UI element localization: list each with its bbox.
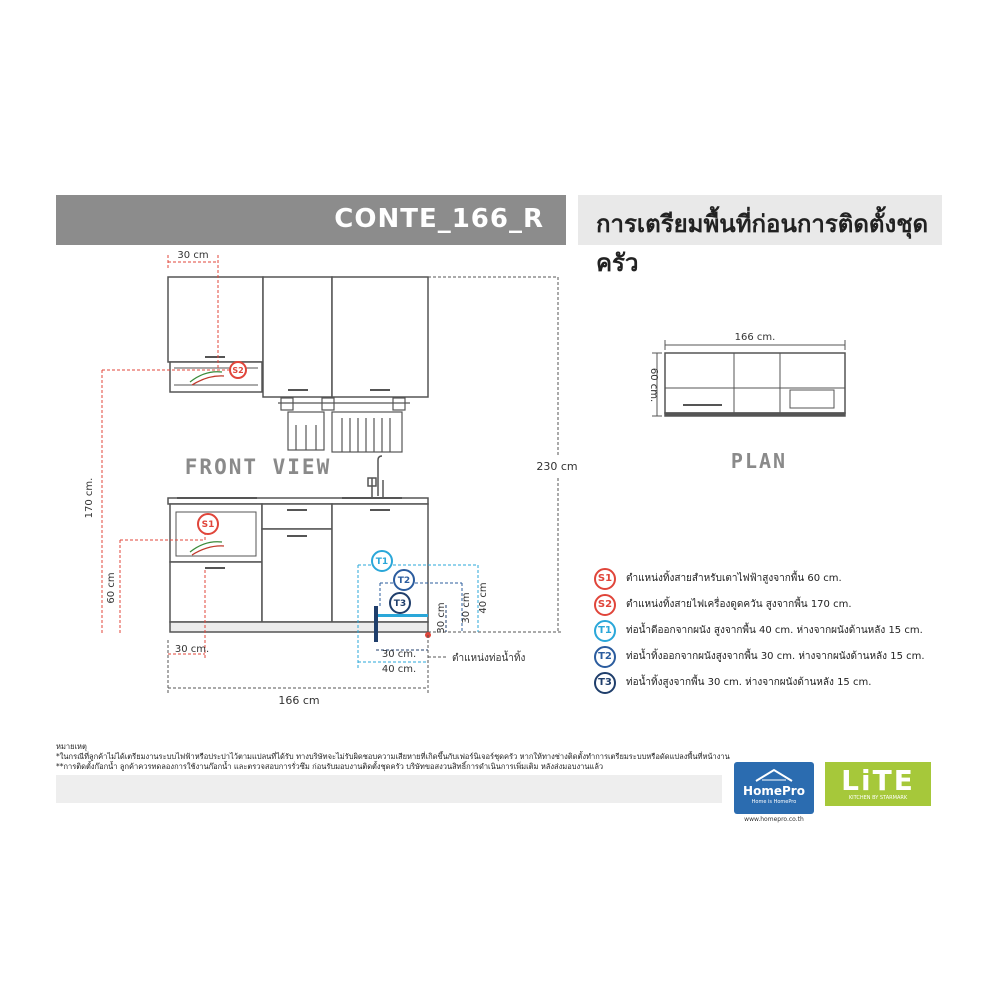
legend: S1 ตำแหน่งทิ้งสายสำหรับเตาไฟฟ้าสูงจากพื้… — [594, 568, 944, 698]
lite-tagline: KITCHEN BY STARMARK — [848, 795, 908, 801]
homepro-logo: HomePro Home is HomePro — [734, 762, 814, 814]
notes-line: *ในกรณีที่ลูกค้าไม่ได้เตรียมงานระบบไฟฟ้า… — [56, 752, 730, 761]
hood-cabinet — [167, 276, 264, 363]
legend-item: T1 ท่อน้ำดีออกจากผนัง สูงจากพื้น 40 cm. … — [594, 620, 944, 646]
drain-pipe — [374, 606, 378, 642]
homepro-name: HomePro — [743, 784, 805, 798]
t1-marker-label: T1 — [376, 557, 388, 567]
plan-label: PLAN — [731, 449, 787, 473]
range-hood — [169, 361, 263, 393]
base-door-2 — [261, 528, 333, 623]
s2-marker — [229, 361, 247, 379]
dim-t1-width: 40 cm. — [382, 664, 416, 675]
upper-cabinet-door-1 — [262, 276, 333, 398]
notes-line: **การติดตั้งก๊อกน้ำ ลูกค้าควรทดลองการใช้… — [56, 762, 604, 771]
legend-item: T3 ท่อน้ำทิ้งสูงจากพื้น 30 cm. ห่างจากผน… — [594, 672, 944, 698]
dim-t3-width: 30 cm. — [382, 649, 416, 660]
model-name: CONTE_166_R — [334, 204, 544, 234]
legend-text: ตำแหน่งทิ้งสายไฟเครื่องดูดควัน สูงจากพื้… — [626, 599, 852, 610]
upper-cabinet-door-2 — [331, 276, 429, 398]
faucet — [367, 455, 384, 498]
dim-top-s2: 30 cm — [177, 250, 208, 261]
s1-marker-label: S1 — [202, 520, 215, 530]
base-door-1 — [169, 561, 263, 623]
homepro-url: www.homepro.co.th — [744, 816, 804, 823]
dim-width: 166 cm — [278, 694, 319, 707]
homepro-tagline: Home is HomePro — [751, 799, 797, 805]
drawer — [261, 503, 333, 530]
dim-total-height: 230 cm — [536, 460, 577, 473]
dim-height-s1: 60 cm — [106, 572, 117, 603]
dim-s1-side: 30 cm. — [175, 644, 209, 655]
plan-drawing — [664, 352, 846, 417]
base-cabinets — [167, 497, 429, 633]
s2-marker-label: S2 — [232, 366, 243, 375]
pipe-label: ตำแหน่งท่อน้ำทิ้ง — [452, 650, 526, 664]
lite-logo: LiTE KITCHEN BY STARMARK — [825, 762, 931, 806]
t2-marker — [393, 569, 415, 591]
plinth — [169, 621, 429, 633]
legend-badge: S1 — [594, 568, 616, 590]
plan-dim-depth: 60 cm. — [648, 368, 659, 402]
lite-name: LiTE — [841, 764, 915, 797]
upper-cabinets — [167, 276, 429, 398]
front-view-label: FRONT VIEW — [185, 455, 331, 479]
dish-rack — [278, 397, 410, 453]
plan-dim-width: 166 cm. — [735, 332, 776, 343]
t1-marker — [371, 550, 393, 572]
notes-heading: หมายเหตุ — [56, 742, 87, 751]
legend-badge: T3 — [594, 672, 616, 694]
legend-text: ตำแหน่งทิ้งสายสำหรับเตาไฟฟ้าสูงจากพื้น 6… — [626, 573, 842, 584]
legend-badge: S2 — [594, 594, 616, 616]
legend-item: S2 ตำแหน่งทิ้งสายไฟเครื่องดูดควัน สูงจาก… — [594, 594, 944, 620]
oven-cabinet — [169, 503, 263, 563]
legend-text: ท่อน้ำทิ้งสูงจากพื้น 30 cm. ห่างจากผนังด… — [626, 677, 872, 688]
t3-marker-label: T3 — [394, 599, 406, 609]
dim-t2-height: 30 cm — [461, 592, 472, 623]
page-title: การเตรียมพื้นที่ก่อนการติดตั้งชุดครัว — [596, 210, 929, 277]
legend-badge: T1 — [594, 620, 616, 642]
dim-t3-height: 30 cm — [436, 602, 447, 633]
model-header: CONTE_166_R — [56, 195, 566, 245]
notes: หมายเหตุ *ในกรณีที่ลูกค้าไม่ได้เตรียมงาน… — [56, 742, 730, 772]
legend-badge: T2 — [594, 646, 616, 668]
legend-item: S1 ตำแหน่งทิ้งสายสำหรับเตาไฟฟ้าสูงจากพื้… — [594, 568, 944, 594]
dim-height-s2: 170 cm. — [84, 478, 95, 519]
s1-marker — [197, 513, 219, 535]
title-header: การเตรียมพื้นที่ก่อนการติดตั้งชุดครัว — [578, 195, 942, 277]
legend-text: ท่อน้ำดีออกจากผนัง สูงจากพื้น 40 cm. ห่า… — [626, 625, 923, 636]
legend-text: ท่อน้ำทิ้งออกจากผนังสูงจากพื้น 30 cm. ห่… — [626, 651, 925, 662]
t2-marker-label: T2 — [398, 576, 410, 586]
notes-background — [56, 775, 722, 803]
dim-t1-height: 40 cm — [478, 582, 489, 613]
t3-marker — [389, 592, 411, 614]
house-icon — [755, 768, 793, 782]
legend-item: T2 ท่อน้ำทิ้งออกจากผนังสูงจากพื้น 30 cm.… — [594, 646, 944, 672]
